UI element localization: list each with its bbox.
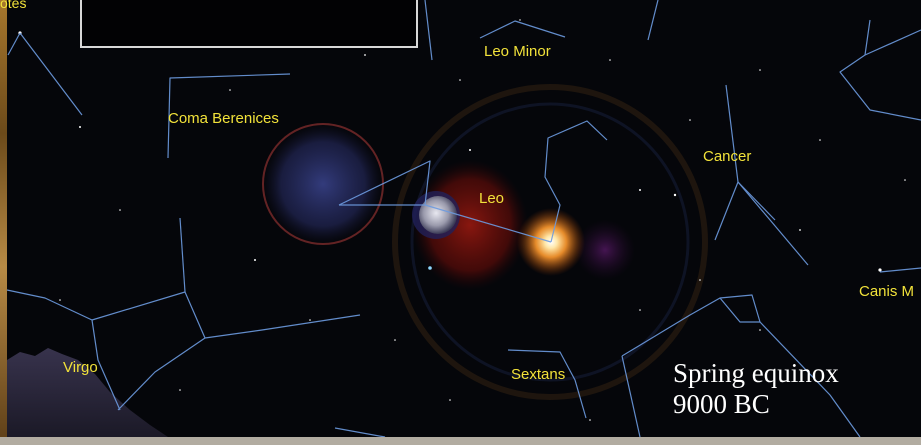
leo-minor-label: Leo Minor — [484, 43, 551, 60]
caption-line-season: Spring equinox — [673, 358, 839, 388]
leo-label: Leo — [479, 190, 505, 207]
sextans-label: Sextans — [511, 366, 566, 383]
date-caption: Spring equinox 9000 BC — [673, 358, 839, 420]
cancer-label: Cancer — [703, 148, 752, 165]
caption-line-year: 9000 BC — [673, 389, 770, 419]
coma-berenices-label: Coma Berenices — [168, 110, 279, 127]
virgo-label: Virgo — [63, 359, 98, 376]
bootes-label: otes — [0, 0, 27, 11]
canis-minor-label: Canis M — [859, 283, 915, 300]
bottom-frame-edge — [0, 437, 921, 445]
inset-panel — [80, 0, 418, 48]
left-frame-edge — [0, 0, 7, 445]
